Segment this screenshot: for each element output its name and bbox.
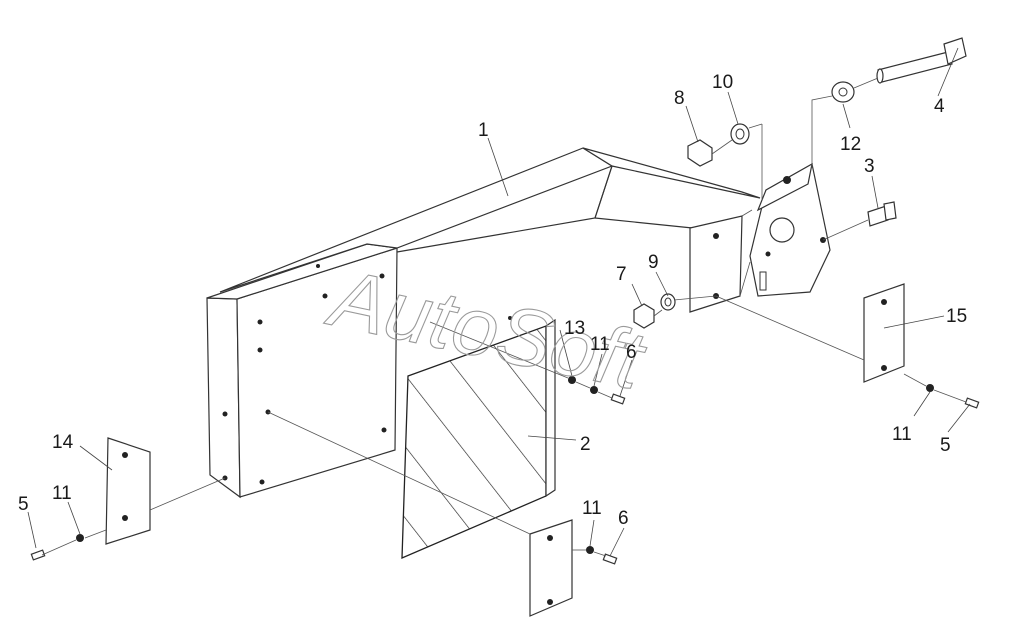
part-label-15: 15 (946, 306, 967, 327)
part-label-11-left: 11 (52, 483, 72, 504)
part-label-4: 4 (934, 96, 945, 117)
part-label-5-right: 5 (940, 435, 951, 456)
part-label-11-right: 11 (892, 424, 912, 445)
part-label-11-upper: 11 (590, 334, 610, 355)
bolt-long (876, 37, 967, 84)
part-label-2: 2 (580, 434, 591, 455)
fasteners (30, 37, 980, 565)
part-label-6-lower: 6 (618, 508, 629, 529)
part-label-8: 8 (674, 88, 685, 109)
part-label-3: 3 (864, 156, 875, 177)
part-label-5-left: 5 (18, 494, 29, 515)
part-label-1: 1 (478, 120, 489, 141)
small-plate-left (105, 437, 151, 545)
part-labels: 1 2 3 4 5 5 6 6 7 8 9 10 11 11 11 11 12 … (18, 72, 967, 529)
part-label-14: 14 (52, 432, 74, 453)
small-plate-right (863, 283, 905, 383)
part-label-10: 10 (712, 72, 733, 93)
part-label-7: 7 (616, 264, 627, 285)
main-bracket-beam (206, 147, 761, 499)
hex-nut-small (633, 303, 655, 329)
part-label-6-upper: 6 (626, 342, 637, 363)
assembly-lines (41, 77, 967, 557)
hex-nut (687, 139, 713, 167)
part-label-9: 9 (648, 252, 659, 273)
leader-lines (27, 47, 971, 557)
small-plate-bottom (529, 519, 573, 617)
part-label-12: 12 (840, 134, 861, 155)
part-label-11-lower: 11 (582, 498, 602, 519)
part-label-13: 13 (564, 318, 585, 339)
hatched-reflector-panel (401, 318, 556, 560)
